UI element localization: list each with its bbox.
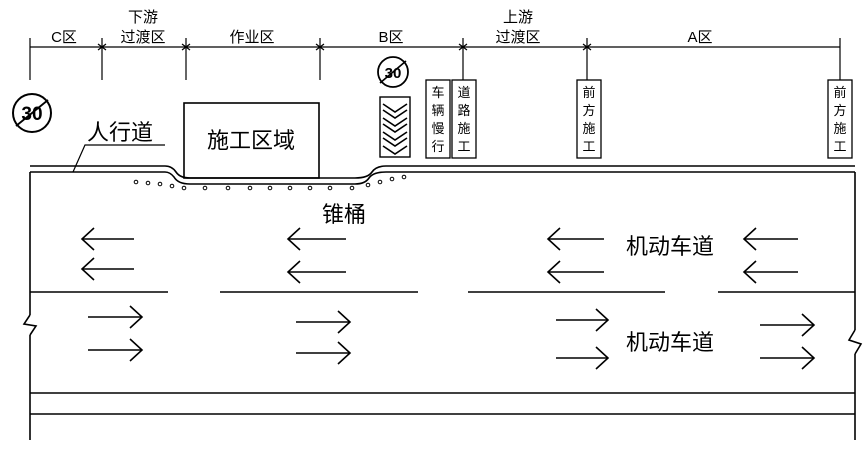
traffic-cone <box>247 185 253 191</box>
right-arrow-icon <box>760 346 816 370</box>
traffic-cone <box>267 185 273 191</box>
left-arrow-icon <box>80 257 134 281</box>
zone-label-downstream-2: 过渡区 <box>120 29 165 46</box>
sign-slow-down: 车 辆 慢 行 <box>425 79 451 159</box>
right-arrow-icon <box>88 338 144 362</box>
zone-label-upstream-2: 过渡区 <box>495 29 540 46</box>
right-arrow-icon <box>760 313 816 337</box>
sign-ahead2-char-3: 施 <box>833 121 846 136</box>
traffic-cone <box>377 179 383 185</box>
speed-limit-end-sign-b: 30 <box>377 56 409 88</box>
sign-slow-char-1: 车 <box>431 85 444 100</box>
road-break-left <box>22 172 38 440</box>
lane-label-top: 机动车道 <box>626 234 714 259</box>
zone-label-b: B区 <box>378 29 403 46</box>
chevron-arrow-board <box>379 96 411 158</box>
sign-detour-char-2: 路 <box>457 103 470 118</box>
sign-detour-char-1: 道 <box>457 85 470 100</box>
left-arrow-icon <box>742 227 798 251</box>
arrows-top-lane <box>80 227 798 284</box>
sign-ahead1-char-1: 前 <box>582 85 595 100</box>
road-bottom-edge <box>30 392 855 415</box>
traffic-cone <box>202 185 208 191</box>
sign-ahead1-char-2: 方 <box>582 103 595 118</box>
sign-slow-char-2: 辆 <box>431 103 444 118</box>
arrows-bottom-lane <box>88 305 816 370</box>
sign-ahead1-char-3: 施 <box>582 121 595 136</box>
traffic-cones <box>133 174 407 191</box>
zone-label-c: C区 <box>51 29 77 46</box>
sign-detour: 道 路 施 工 <box>451 79 477 159</box>
traffic-cone <box>287 185 293 191</box>
left-arrow-icon <box>742 260 798 284</box>
left-arrow-icon <box>80 227 134 251</box>
speed-limit-end-sign-left: 30 <box>12 93 52 133</box>
zone-label-upstream-1: 上游 <box>503 9 533 26</box>
traffic-cone <box>225 185 231 191</box>
sign-ahead1-char-4: 工 <box>582 139 595 154</box>
traffic-cone <box>169 183 175 189</box>
traffic-cone <box>327 185 333 191</box>
sidewalk-leader-line <box>72 144 165 173</box>
right-arrow-icon <box>556 346 610 370</box>
traffic-cone <box>133 179 139 185</box>
traffic-cone <box>181 185 187 191</box>
zone-dimension-line <box>29 38 841 80</box>
left-arrow-icon <box>286 227 346 251</box>
construction-area-label: 施工区域 <box>207 128 295 153</box>
traffic-cone <box>401 174 407 180</box>
traffic-cone <box>145 180 151 186</box>
right-arrow-icon <box>556 308 610 332</box>
sign-detour-char-3: 施 <box>457 121 470 136</box>
traffic-cone <box>365 182 371 188</box>
traffic-cone <box>157 181 163 187</box>
left-arrow-icon <box>286 260 346 284</box>
road-curb <box>30 165 855 185</box>
traffic-cone <box>307 185 313 191</box>
sidewalk-label: 人行道 <box>87 120 153 145</box>
zone-label-a: A区 <box>687 29 712 46</box>
zone-label-work: 作业区 <box>229 29 274 46</box>
sign-ahead2-char-4: 工 <box>833 139 846 154</box>
cones-label: 锥桶 <box>322 202 366 227</box>
road-break-right <box>847 172 863 440</box>
traffic-cone <box>349 185 355 191</box>
sign-slow-char-4: 行 <box>431 139 444 154</box>
zone-label-downstream-1: 下游 <box>128 9 158 26</box>
right-arrow-icon <box>88 305 144 329</box>
sign-ahead2-char-1: 前 <box>833 85 846 100</box>
traffic-cone <box>389 176 395 182</box>
sign-ahead-construction-2: 前 方 施 工 <box>827 79 853 159</box>
left-arrow-icon <box>546 227 604 251</box>
lane-label-bottom: 机动车道 <box>626 330 714 355</box>
sign-ahead2-char-2: 方 <box>833 103 846 118</box>
sign-ahead-construction-1: 前 方 施 工 <box>576 79 602 159</box>
right-arrow-icon <box>296 341 352 365</box>
right-arrow-icon <box>296 310 352 334</box>
left-arrow-icon <box>546 260 604 284</box>
sign-detour-char-4: 工 <box>457 139 470 154</box>
sign-slow-char-3: 慢 <box>431 121 444 136</box>
